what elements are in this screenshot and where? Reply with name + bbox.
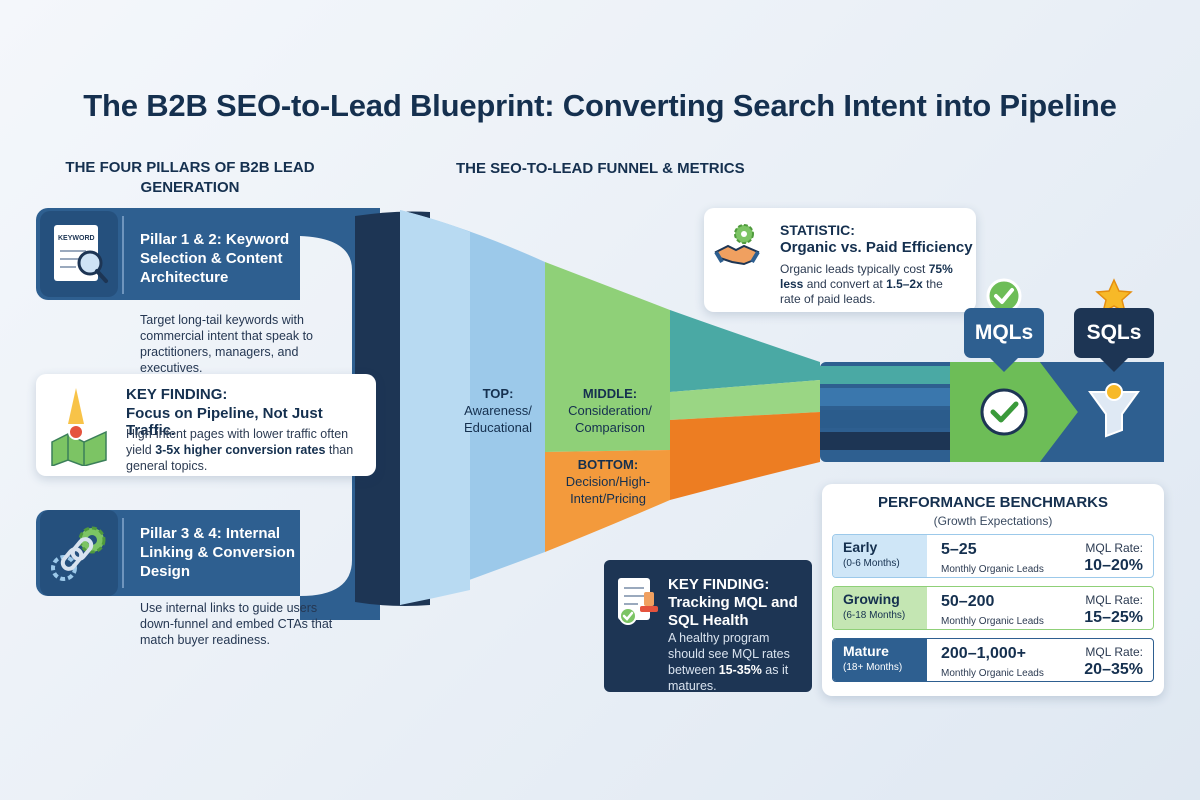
key-finding-1-text-before: High-intent pages with lower traffic oft… xyxy=(126,427,349,457)
handshake-gear-icon xyxy=(714,224,760,266)
benchmark-period: (18+ Months) xyxy=(843,662,903,673)
benchmark-row-growing: Growing (6-18 Months) 50–200 Monthly Org… xyxy=(832,586,1154,630)
benchmarks-card: PERFORMANCE BENCHMARKS (Growth Expectati… xyxy=(822,484,1164,696)
benchmark-stage: Early xyxy=(843,539,878,555)
pillar-2-title: Pillar 3 & 4: Internal Linking & Convers… xyxy=(140,525,296,580)
middle-stage-name: MIDDLE: xyxy=(582,386,638,401)
badge-check-mark xyxy=(994,288,1014,304)
funnel-tail-teal xyxy=(670,310,820,392)
sql-badge-pointer xyxy=(1100,358,1128,372)
benchmark-leads: 5–25 xyxy=(941,541,977,558)
pipeline-band-4 xyxy=(820,432,950,450)
middle-stage-detail: Consideration/ Comparison xyxy=(568,403,652,435)
pillar-2-icon-box xyxy=(40,510,118,596)
key-finding-2-text-after: as it matures. xyxy=(668,663,789,693)
key-finding-1-text-after: than general topics. xyxy=(126,443,354,473)
pillar-2-divider xyxy=(122,518,124,588)
pipeline-band-3 xyxy=(820,410,950,428)
funnel-bottom-label: BOTTOM: Decision/High- Intent/Pricing xyxy=(552,456,664,507)
statistic-headline: Organic vs. Paid Efficiency xyxy=(780,239,973,256)
pillars-heading: THE FOUR PILLARS OF B2B LEAD GENERATION xyxy=(65,159,315,196)
document-stamp-icon xyxy=(618,578,658,625)
sql-section xyxy=(1040,362,1164,462)
statistic-text-3: the rate of paid leads. xyxy=(780,277,943,306)
pillar-1-title: Pillar 1 & 2: Keyword Selection & Conten… xyxy=(140,231,290,286)
benchmark-tag-mature: Mature (18+ Months) xyxy=(833,639,927,681)
funnel-top-label: TOP: Awareness/ Educational xyxy=(448,385,548,436)
funnel-tail-orange xyxy=(670,412,820,500)
benchmark-tag-growing: Growing (6-18 Months) xyxy=(833,587,927,629)
funnel-bottom-stage xyxy=(545,450,670,552)
bottom-stage-name: BOTTOM: xyxy=(577,457,639,472)
benchmark-leads: 50–200 xyxy=(941,593,995,610)
bottom-stage-detail: Decision/High- Intent/Pricing xyxy=(565,474,651,506)
map-pin-icon xyxy=(51,388,107,466)
key-finding-1-label: KEY FINDING: xyxy=(126,386,228,403)
key-finding-1-text-bold: 3-5x higher conversion rates xyxy=(155,443,326,457)
benchmark-rate-label: MQL Rate: xyxy=(1085,593,1143,607)
pipeline-band-1 xyxy=(820,366,950,384)
benchmark-rate-label: MQL Rate: xyxy=(1085,541,1143,555)
benchmark-stage: Mature xyxy=(843,643,889,659)
funnel-top-stage-shade xyxy=(400,210,470,605)
benchmark-period: (6-18 Months) xyxy=(843,610,906,621)
benchmark-tag-early: Early (0-6 Months) xyxy=(833,535,927,577)
pillar-1-icon-box: KEYWORD xyxy=(40,211,118,297)
pillar-1-description: Target long-tail keywords with commercia… xyxy=(140,313,313,375)
link-gear-icon xyxy=(51,526,106,581)
key-finding-2-text-before: A healthy program should see MQL rates b… xyxy=(668,631,790,677)
top-stage-detail: Awareness/ Educational xyxy=(464,403,532,435)
key-finding-1-headline: Focus on Pipeline, Not Just Traffic. xyxy=(126,405,323,439)
keyword-search-icon: KEYWORD xyxy=(54,225,108,283)
statistic-label: STATISTIC: xyxy=(780,222,855,238)
funnel-icon xyxy=(1088,383,1140,438)
mql-badge-pointer xyxy=(990,358,1018,372)
key-finding-2-text: A healthy program should see MQL rates b… xyxy=(668,630,804,694)
pipeline-band-2 xyxy=(820,388,950,406)
mql-check-mark xyxy=(990,401,1019,423)
statistic-text-1: Organic leads typically cost xyxy=(780,262,929,276)
funnel-middle-stage xyxy=(545,262,670,452)
key-finding-2-text-bold: 15-35% xyxy=(718,663,762,677)
benchmark-row-mature: Mature (18+ Months) 200–1,000+ Monthly O… xyxy=(832,638,1154,682)
pillar-2-description: Use internal links to guide users down-f… xyxy=(140,601,333,647)
mql-badge: MQLs xyxy=(964,308,1044,358)
benchmark-leads-label: Monthly Organic Leads xyxy=(941,564,1044,575)
benchmark-rate: 20–35% xyxy=(1084,661,1143,678)
star-icon xyxy=(1095,278,1133,314)
key-finding-2-label: KEY FINDING: Tracking MQL and SQL Health xyxy=(668,576,798,629)
benchmark-rate-label: MQL Rate: xyxy=(1085,645,1143,659)
key-finding-2-card: KEY FINDING: Tracking MQL and SQL Health… xyxy=(604,560,812,694)
benchmark-row-early: Early (0-6 Months) 5–25 Monthly Organic … xyxy=(832,534,1154,578)
key-finding-1-text: High-intent pages with lower traffic oft… xyxy=(126,426,366,474)
benchmark-rate: 15–25% xyxy=(1084,609,1143,626)
benchmark-leads: 200–1,000+ xyxy=(941,645,1026,662)
benchmarks-subtitle: (Growth Expectations) xyxy=(933,514,1053,528)
key-finding-1-card: KEY FINDING: Focus on Pipeline, Not Just… xyxy=(36,374,376,476)
funnel-middle-label: MIDDLE: Consideration/ Comparison xyxy=(555,385,665,436)
pillar-1-divider xyxy=(122,216,124,294)
benchmark-period: (0-6 Months) xyxy=(843,558,900,569)
benchmarks-title: PERFORMANCE BENCHMARKS xyxy=(877,494,1108,511)
benchmark-leads-label: Monthly Organic Leads xyxy=(941,668,1044,679)
page-title: The B2B SEO-to-Lead Blueprint: Convertin… xyxy=(83,88,1117,123)
statistic-text-bold-1: 75% less xyxy=(780,262,953,291)
funnel-heading: THE SEO-TO-LEAD FUNNEL & METRICS xyxy=(456,160,745,177)
statistic-text: Organic leads typically cost 75% less an… xyxy=(780,262,958,307)
top-stage-name: TOP: xyxy=(482,386,514,401)
statistic-card: STATISTIC: Organic vs. Paid Efficiency O… xyxy=(704,208,976,312)
funnel-tail-green xyxy=(670,380,820,420)
mql-check-circle xyxy=(980,388,1028,436)
sql-badge: SQLs xyxy=(1074,308,1154,358)
benchmark-rate: 10–20% xyxy=(1084,557,1143,574)
statistic-text-2: and convert at xyxy=(803,277,887,291)
keyword-icon-text: KEYWORD xyxy=(58,235,95,242)
benchmark-stage: Growing xyxy=(843,591,900,607)
benchmark-leads-label: Monthly Organic Leads xyxy=(941,616,1044,627)
statistic-text-bold-2: 1.5–2x xyxy=(886,277,923,291)
